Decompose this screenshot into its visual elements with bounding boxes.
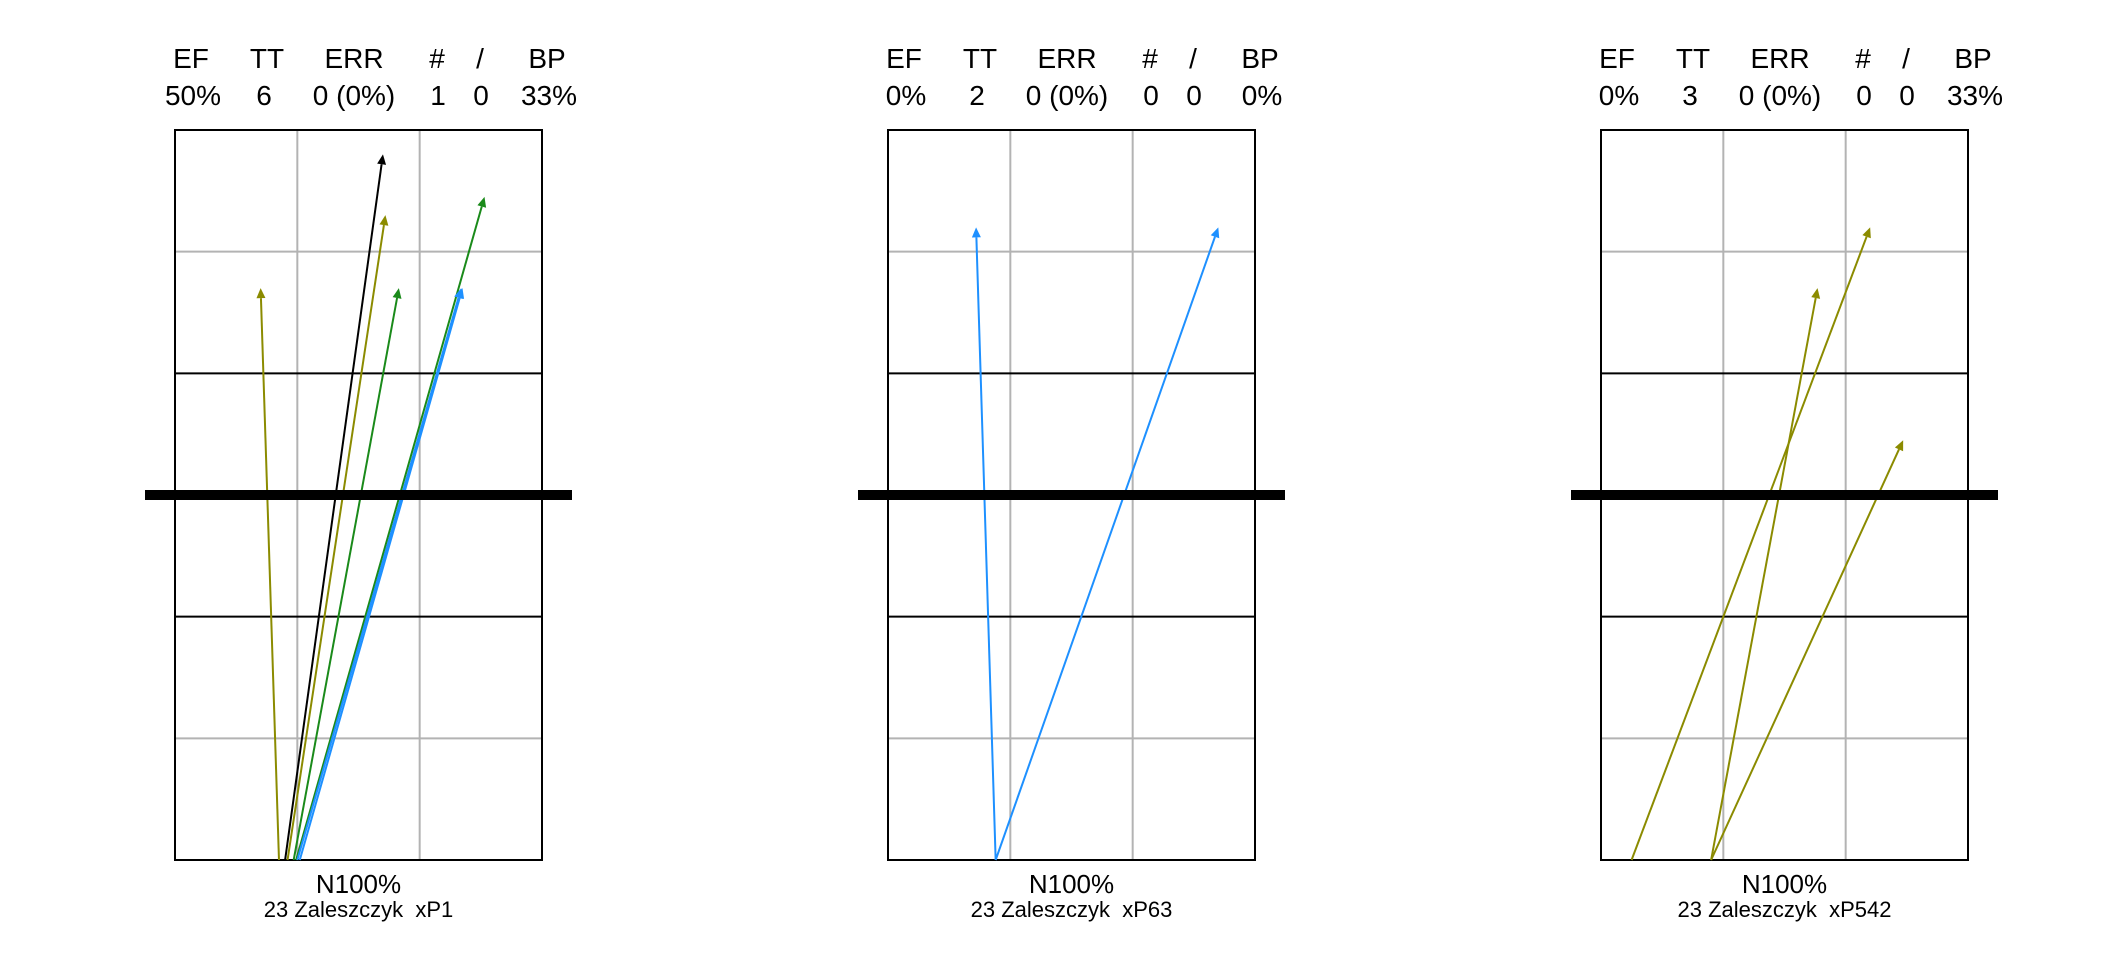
stats-value-3: 0 (0%) xyxy=(1739,80,1821,111)
stats-header-2: TT xyxy=(1676,43,1710,74)
stats-value-2: 6 xyxy=(256,80,272,111)
stats-value-5: 0 xyxy=(1186,80,1202,111)
stats-header-3: ERR xyxy=(1750,43,1809,74)
stats-header-3: ERR xyxy=(1037,43,1096,74)
attack-arrow-1 xyxy=(1630,236,1868,861)
arrow-head-1 xyxy=(256,288,266,299)
stats-value-2: 3 xyxy=(1682,80,1698,111)
stats-value-3: 0 (0%) xyxy=(313,80,395,111)
arrow-head-1 xyxy=(1862,227,1871,239)
attack-arrow-7 xyxy=(298,297,461,861)
stats-value-4: 0 xyxy=(1856,80,1872,111)
attack-arrow-5 xyxy=(295,206,483,861)
stats-header-4: # xyxy=(1855,43,1871,74)
footer-main: N100% xyxy=(316,869,401,899)
attack-arrow-4 xyxy=(292,297,399,861)
stats-header-2: TT xyxy=(250,43,284,74)
stats-header-5: / xyxy=(476,43,484,74)
footer-sub: 23 Zaleszczyk xP63 xyxy=(971,897,1173,922)
stats-value-1: 50% xyxy=(165,80,221,111)
stats-header-6: BP xyxy=(1241,43,1278,74)
stats-value-1: 0% xyxy=(1599,80,1639,111)
footer-main: N100% xyxy=(1742,869,1827,899)
attack-arrow-1 xyxy=(975,237,997,861)
attack-arrow-2 xyxy=(284,164,383,861)
stats-value-5: 0 xyxy=(473,80,489,111)
attack-arrow-3 xyxy=(1710,448,1900,861)
stats-header-6: BP xyxy=(528,43,565,74)
stats-value-4: 0 xyxy=(1143,80,1159,111)
arrow-head-7 xyxy=(455,288,465,300)
stats-header-1: EF xyxy=(886,43,922,74)
stats-value-6: 33% xyxy=(521,80,577,111)
arrow-head-2 xyxy=(377,154,387,165)
attack-arrow-1 xyxy=(259,298,280,861)
footer-main: N100% xyxy=(1029,869,1114,899)
attack-arrow-3 xyxy=(286,224,385,861)
stats-header-1: EF xyxy=(1599,43,1635,74)
stats-value-3: 0 (0%) xyxy=(1026,80,1108,111)
stats-header-5: / xyxy=(1189,43,1197,74)
footer-sub: 23 Zaleszczyk xP1 xyxy=(264,897,454,922)
stats-header-4: # xyxy=(1142,43,1158,74)
footer-sub: 23 Zaleszczyk xP542 xyxy=(1678,897,1892,922)
attack-arrow-2 xyxy=(1710,297,1817,861)
stats-header-1: EF xyxy=(173,43,209,74)
arrow-head-2 xyxy=(1210,227,1220,239)
stats-value-6: 33% xyxy=(1947,80,2003,111)
arrow-head-3 xyxy=(1894,440,1904,452)
stats-header-3: ERR xyxy=(324,43,383,74)
stats-header-6: BP xyxy=(1954,43,1991,74)
arrow-head-1 xyxy=(971,227,981,238)
stats-value-4: 1 xyxy=(430,80,446,111)
stats-value-6: 0% xyxy=(1242,80,1282,111)
arrow-head-3 xyxy=(379,215,389,226)
arrow-head-5 xyxy=(477,196,487,208)
stats-value-5: 0 xyxy=(1899,80,1915,111)
arrow-head-4 xyxy=(392,288,402,299)
stats-header-5: / xyxy=(1902,43,1910,74)
stats-header-4: # xyxy=(429,43,445,74)
attack-arrow-2 xyxy=(994,236,1216,861)
arrow-head-2 xyxy=(1811,288,1821,299)
stats-value-2: 2 xyxy=(969,80,985,111)
attack-arrow-6 xyxy=(296,297,460,861)
stats-value-1: 0% xyxy=(886,80,926,111)
stats-header-2: TT xyxy=(963,43,997,74)
